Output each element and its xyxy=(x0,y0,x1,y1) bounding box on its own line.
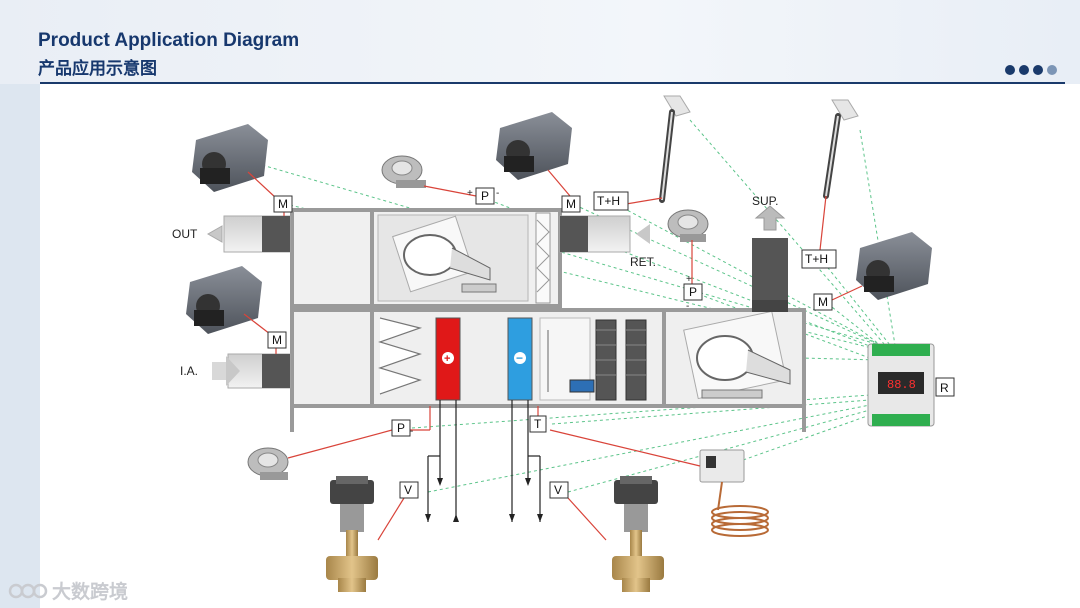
label-box-t-frost xyxy=(529,415,547,433)
label-return-air: RET. xyxy=(630,255,656,269)
svg-text:-: - xyxy=(410,426,413,437)
control-valve-2-icon xyxy=(612,476,664,592)
water-pipes xyxy=(427,400,541,522)
label-box-p-lower xyxy=(391,419,411,437)
header-band xyxy=(0,0,1080,84)
label-m: M xyxy=(818,295,828,309)
cooling-coil xyxy=(507,317,533,401)
frost-thermostat-icon xyxy=(699,449,769,537)
pressure-switch-3-icon xyxy=(247,447,289,480)
label-box-v-heating xyxy=(399,481,419,499)
label-m: M xyxy=(566,197,576,211)
label-intake-air: I.A. xyxy=(180,364,198,378)
label-p: P xyxy=(481,189,489,203)
indicator-dot xyxy=(1005,65,1015,75)
label-outdoor-exhaust: OUT xyxy=(172,227,198,241)
damper-actuator-4-icon xyxy=(856,232,932,300)
left-side-band xyxy=(0,0,40,608)
label-box-th-return xyxy=(593,191,629,211)
label-r: R xyxy=(940,381,949,395)
page-title-english: Product Application Diagram xyxy=(38,30,300,51)
damper-actuator-1-icon xyxy=(192,124,268,192)
return-fan xyxy=(392,215,497,293)
label-v: V xyxy=(404,483,412,497)
svg-text:-: - xyxy=(686,301,689,312)
label-p: P xyxy=(689,285,697,299)
ducts xyxy=(206,205,788,389)
svg-text:-: - xyxy=(496,188,499,199)
label-m: M xyxy=(278,197,288,211)
controller-display: 88.8 xyxy=(887,378,916,392)
label-boxes xyxy=(267,187,955,499)
duct-probe-1-icon xyxy=(659,95,691,203)
supply-fan xyxy=(683,310,791,400)
label-box-th-supply xyxy=(801,249,837,269)
header-divider xyxy=(40,82,1065,84)
label-v: V xyxy=(554,483,562,497)
svg-text:+: + xyxy=(467,188,473,199)
controller-icon: 88.8 xyxy=(867,343,935,427)
pressure-polarity-marks: + - + - - xyxy=(410,188,692,437)
air-handling-unit: + − xyxy=(290,208,806,432)
device-connections xyxy=(243,169,863,541)
label-p: P xyxy=(397,421,405,435)
label-t: T xyxy=(534,417,542,431)
damper-actuator-2-icon xyxy=(186,266,262,334)
svg-text:+: + xyxy=(444,353,450,365)
label-box-r-controller xyxy=(935,377,955,397)
label-th: T+H xyxy=(805,252,828,266)
indicator-dot xyxy=(1019,65,1029,75)
duct-probe-2-icon xyxy=(823,99,859,199)
watermark-text: 大数跨境 xyxy=(52,582,129,603)
page-title-chinese: 产品应用示意图 xyxy=(38,59,157,78)
label-supply-air: SUP. xyxy=(752,194,778,208)
svg-text:+: + xyxy=(686,274,692,285)
indicator-dot xyxy=(1033,65,1043,75)
label-box-p-supply xyxy=(683,283,703,301)
label-m: M xyxy=(272,333,282,347)
slide-indicator-dots xyxy=(1005,65,1057,75)
indicator-dot xyxy=(1047,65,1057,75)
svg-text:−: − xyxy=(516,351,523,365)
label-box-m-return xyxy=(561,195,581,213)
pressure-switch-2-icon xyxy=(667,209,709,242)
label-box-m-supply xyxy=(813,293,833,311)
watermark: 大数跨境 xyxy=(8,577,128,604)
label-box-p-filter xyxy=(475,187,495,205)
pressure-switch-1-icon xyxy=(381,155,426,188)
pipe-flow-arrows xyxy=(425,478,543,522)
watermark-logo-icon xyxy=(8,583,48,598)
label-box-texts: M M P M T+H P T+H M P T V V R xyxy=(272,189,949,497)
control-valve-1-icon xyxy=(326,476,378,592)
damper-actuator-3-icon xyxy=(496,112,572,180)
label-box-m-outdoor xyxy=(273,195,293,213)
label-box-v-cooling xyxy=(549,481,569,499)
label-box-m-intake xyxy=(267,331,287,349)
label-th: T+H xyxy=(597,194,620,208)
